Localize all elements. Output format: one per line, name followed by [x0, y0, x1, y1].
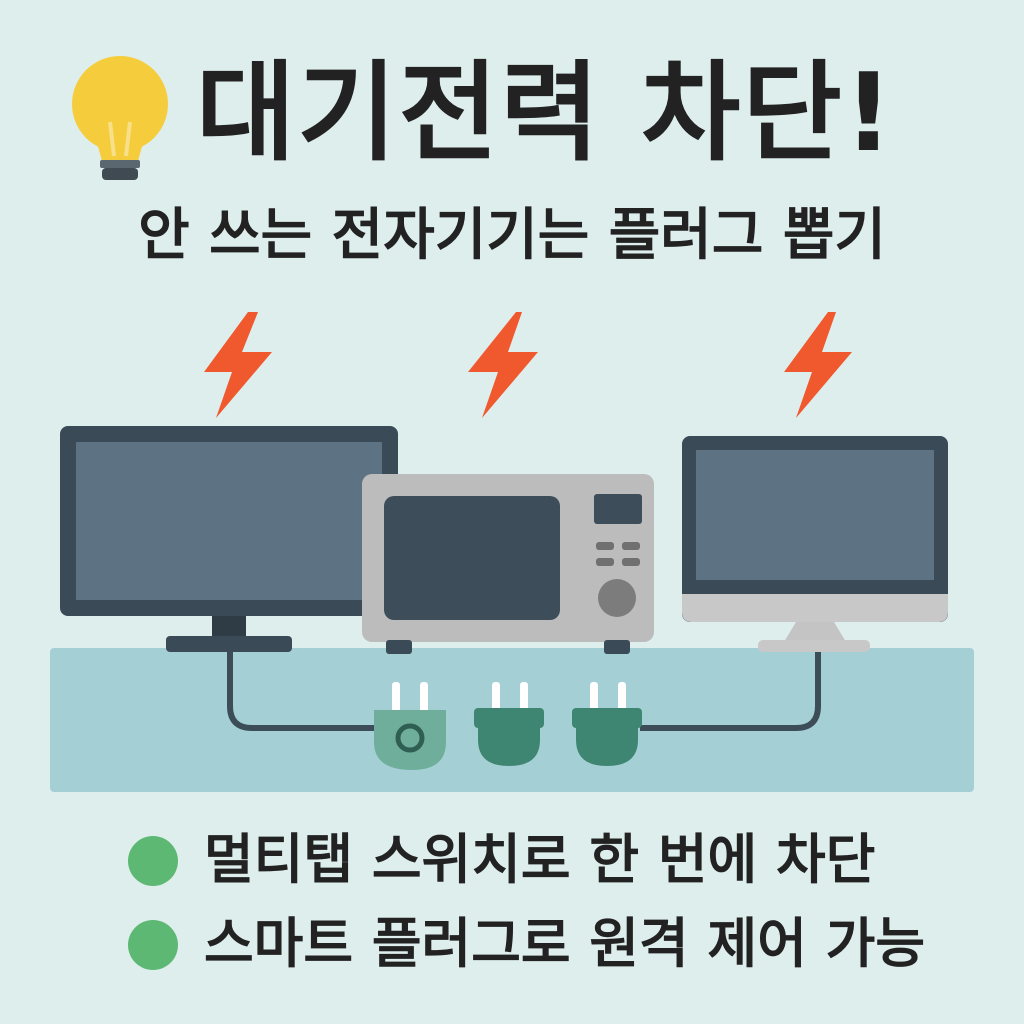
cable-right [640, 650, 821, 731]
bullet-dot-icon [128, 920, 178, 970]
plug-icon [374, 682, 446, 770]
lightning-icon [468, 312, 538, 418]
plug-icon [572, 682, 642, 766]
tip-text: 스마트 플러그로 원격 제어 가능 [204, 912, 926, 975]
lightning-icon [204, 312, 272, 418]
page-subtitle: 안 쓰는 전자기기는 플러그 뽑기 [138, 203, 886, 268]
lightbulb-icon [72, 56, 168, 180]
header: 대기전력 차단! [0, 40, 1024, 190]
lightning-icon [784, 312, 852, 418]
tip-text: 멀티탭 스위치로 한 번에 차단 [204, 828, 876, 891]
cable-left [227, 650, 380, 731]
page-title: 대기전력 차단! [196, 51, 896, 176]
microwave-icon [362, 474, 654, 654]
bullet-dot-icon [128, 836, 178, 886]
tv-icon [60, 426, 398, 652]
plug-icon [474, 682, 544, 766]
monitor-icon [682, 436, 948, 652]
